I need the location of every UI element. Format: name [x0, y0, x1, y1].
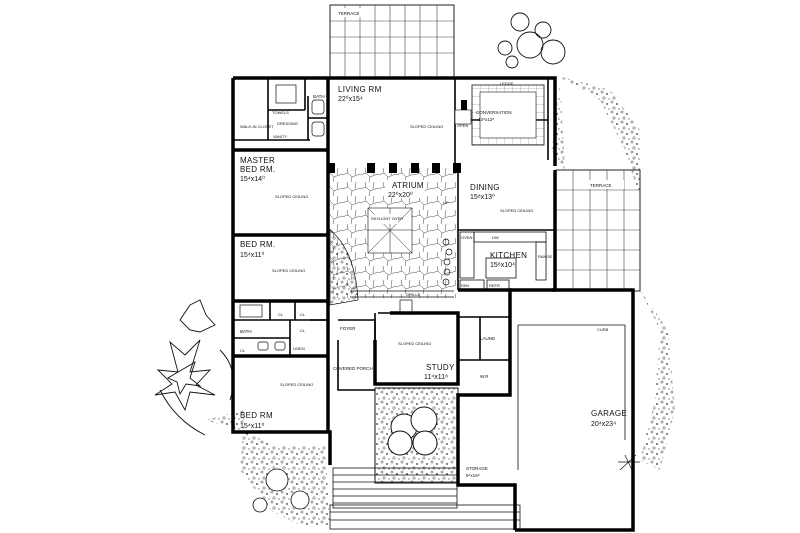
closet-label: CL: [300, 328, 306, 333]
dw-label: DW: [492, 235, 499, 240]
storage-name: STORAGE: [466, 466, 488, 471]
walkin-closet-label: WALK-IN CLOSET: [240, 124, 274, 129]
room-master-bath: BATH TOWELS WALK-IN CLOSET DRESSING VANI…: [240, 94, 325, 139]
room-atrium: ATRIUM 22⁰x20⁰ UP GRILLE: [385, 180, 449, 297]
room-bed3: BED RM 15⁴x11⁰ SLOPED CEILING: [240, 382, 313, 430]
bed3-dim: 15⁴x11⁰: [240, 422, 265, 430]
room-covered-porch: COVERED PORCH: [333, 366, 373, 371]
atrium-steps: [350, 238, 454, 298]
room-dining: DINING 15⁸x13⁰ SLOPED CEILING: [470, 183, 533, 213]
entry-walk: [329, 467, 521, 530]
closet-label: CL: [240, 348, 246, 353]
master-dim: 15⁴x14⁰: [240, 175, 265, 183]
terrace-right: TERRACE: [555, 169, 641, 292]
vanity-label: VANITY: [273, 134, 287, 139]
refr-label: REFR: [489, 283, 500, 288]
room-laundry: LAUND W.R: [480, 336, 496, 379]
room-conversation: CONVERSATION 13⁴x12⁸ LEDGE OPEN: [457, 81, 514, 128]
atrium-curve: [329, 229, 359, 306]
towels-label: TOWELS: [272, 110, 289, 115]
bath-hall-label: BATH: [240, 329, 252, 334]
bed3-name: BED RM: [240, 411, 273, 420]
sloped-ceiling-label: SLOPED CEILING: [500, 208, 533, 213]
conversation-pit: [454, 84, 545, 146]
courtyard-planter: [374, 387, 459, 484]
closet-label: CL: [278, 312, 284, 317]
room-storage: STORAGE 9⁴x16⁸: [466, 466, 488, 478]
covered-porch-label: COVERED PORCH: [333, 366, 373, 371]
pantry-label: PAN: [461, 283, 469, 288]
skylight-label: SKYLIGHT OVER: [371, 216, 403, 221]
conversation-dim: 13⁴x12⁸: [478, 117, 494, 122]
kitchen-name: KITCHEN: [490, 251, 527, 260]
range-label: RANGE: [538, 254, 553, 259]
oven-label: OVEN: [461, 235, 472, 240]
sloped-ceiling-label: SLOPED CEILING: [272, 268, 305, 273]
landscape-gravel-garage: [618, 290, 675, 471]
bath-fixtures: [239, 84, 413, 351]
up-label: UP: [443, 200, 449, 205]
closet-label: CL: [300, 312, 306, 317]
master-name-1: MASTER: [240, 156, 275, 165]
terrace-right-label: TERRACE: [590, 183, 612, 188]
open-label: OPEN: [457, 123, 468, 128]
terrace-top: TERRACE: [329, 4, 455, 78]
sloped-ceiling-label: SLOPED CEILING: [275, 194, 308, 199]
conversation-name: CONVERSATION: [476, 110, 512, 115]
study-name: STUDY: [426, 363, 455, 372]
room-garage: GARAGE 20⁴x23⁴ CURB: [591, 327, 627, 428]
kitchen-counters: [459, 231, 547, 291]
ledge-label: LEDGE: [500, 81, 514, 86]
room-hall-bath: BATH LINEN CL CL: [240, 328, 306, 353]
living-room-dim: 22⁰x15⁴: [338, 95, 363, 103]
room-foyer: FOYER: [340, 326, 356, 331]
master-name-2: BED RM.: [240, 165, 275, 174]
living-room-name: LIVING RM: [338, 85, 382, 94]
wr-label: W.R: [480, 374, 489, 379]
foyer-label: FOYER: [340, 326, 356, 331]
sloped-ceiling-label: SLOPED CEILING: [280, 382, 313, 387]
atrium-dim: 22⁰x20⁰: [388, 191, 413, 199]
room-study: STUDY 11⁴x11⁸ SLOPED CEILING: [398, 341, 455, 381]
room-master: MASTER BED RM. 15⁴x14⁰ SLOPED CEILING: [240, 156, 308, 199]
sloped-ceiling-label: SLOPED CEILING: [398, 341, 431, 346]
garage-name: GARAGE: [591, 409, 627, 418]
garage-apron: [517, 324, 626, 470]
landscape-gravel-left: [205, 410, 330, 525]
room-kitchen: KITCHEN 15⁸x10⁴ DW OVEN PAN REFR RANGE: [461, 235, 553, 288]
garage-dim: 20⁴x23⁴: [591, 421, 616, 428]
atrium-columns: [327, 100, 467, 173]
study-dim: 11⁴x11⁸: [424, 374, 448, 381]
room-living: LIVING RM 22⁰x15⁴ SLOPED CEILING: [338, 85, 443, 129]
bath-master-label: BATH: [313, 94, 325, 99]
bed2-name: BED RM.: [240, 240, 275, 249]
interior-walls: [233, 78, 555, 391]
bed2-dim: 15⁴x11⁰: [240, 251, 265, 259]
terrace-top-label: TERRACE: [338, 11, 360, 16]
landscape-shrubs: [497, 12, 566, 69]
sloped-ceiling-label: SLOPED CEILING: [410, 124, 443, 129]
dining-dim: 15⁸x13⁰: [470, 193, 495, 201]
room-bed2: BED RM. 15⁴x11⁰ SLOPED CEILING CL CL: [240, 240, 306, 317]
laund-label: LAUND: [480, 336, 496, 341]
atrium-name: ATRIUM: [392, 181, 424, 190]
curb-label: CURB: [597, 327, 609, 332]
house-walls: [231, 76, 635, 532]
landscape-tree-left: [154, 299, 234, 436]
storage-dim: 9⁴x16⁸: [466, 473, 480, 478]
grille-label: GRILLE: [406, 292, 421, 297]
linen-label: LINEN: [293, 346, 305, 351]
dressing-label: DRESSING: [277, 121, 298, 126]
kitchen-dim: 15⁸x10⁴: [490, 262, 515, 269]
dining-name: DINING: [470, 183, 500, 192]
